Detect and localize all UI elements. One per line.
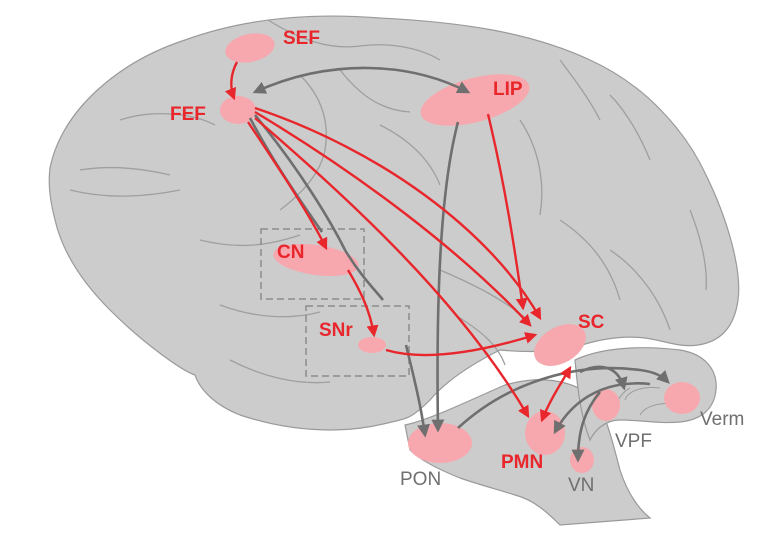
region-pon [408,423,472,463]
arrow-snr-sc [385,332,538,357]
label-fef: FEF [170,104,206,125]
arrow-cn-snr [346,269,379,338]
label-pon: PON [400,469,442,490]
region-cn [273,243,359,277]
region-verm [664,382,700,414]
arrow-fef-snr [253,114,385,301]
cn-dashed-box [260,228,365,300]
label-sef: SEF [283,28,320,49]
region-sc [534,324,586,366]
arrow-sef-fef [224,61,239,101]
label-verm: Verm [700,409,745,430]
region-vpf [592,389,620,421]
snr-dashed-box [305,305,410,377]
label-pmn: PMN [501,452,544,473]
arrow-sc-pmn [539,365,572,423]
region-vn [570,447,594,473]
arrow-snr-pon [404,344,430,438]
label-lip: LIP [493,79,523,100]
arrow-to-vpf [579,365,628,391]
region-sef [225,33,275,63]
arrow-fef-pmn [254,117,530,419]
label-sc: SC [578,312,605,333]
arrow-fef-sc-1 [254,106,542,321]
region-fef [220,96,256,124]
label-snr: SNr [319,320,353,341]
label-vn: VN [568,475,595,496]
arrow-fef-sc-2 [254,110,532,327]
region-snr [358,337,386,353]
gray-arrows [248,66,670,463]
arrow-vpf-vn [571,391,601,463]
arrow-lip-sc [486,113,528,311]
label-cn: CN [277,242,305,263]
label-vpf: VPF [615,431,652,452]
arrow-fef-lip [252,66,471,94]
arrow-fef-cn [247,121,328,251]
region-pmn [525,411,565,455]
arrow-lip-pon [431,121,460,433]
red-arrows [224,61,572,423]
